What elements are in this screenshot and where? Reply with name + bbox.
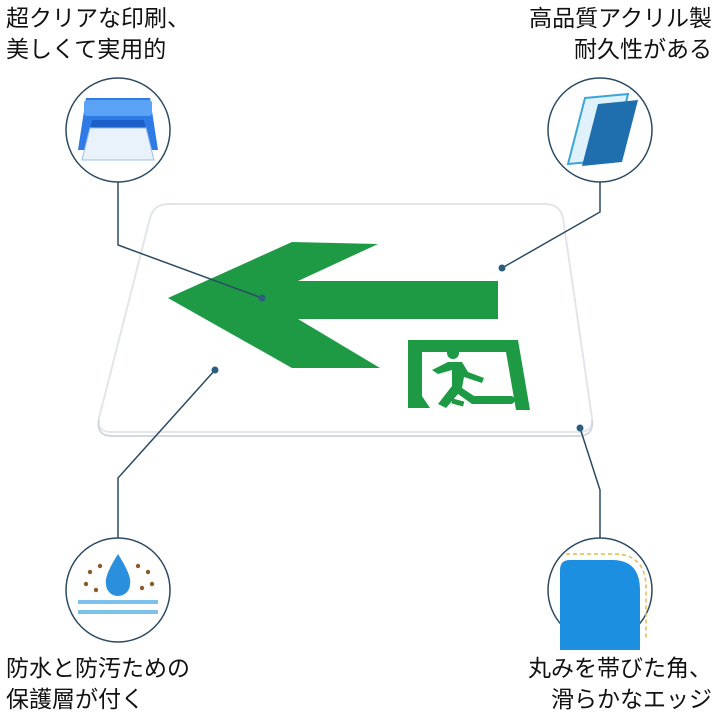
running-man-exit-icon	[408, 340, 530, 410]
callout-dot	[211, 366, 219, 374]
caption-line: 滑らかなエッジ	[551, 687, 712, 713]
caption-line: 美しくて実用的	[6, 37, 167, 63]
caption-line: 耐久性がある	[574, 37, 712, 63]
callout-lines	[117, 182, 601, 538]
rounded-corner-icon	[560, 553, 647, 650]
printer-icon	[78, 98, 158, 161]
caption-line: 丸みを帯びた角、	[528, 656, 712, 682]
acrylic-sheet-icon	[566, 92, 638, 166]
caption-line: 保護層が付く	[6, 687, 144, 713]
callout-dot	[498, 264, 506, 272]
exit-arrow-icon	[168, 242, 498, 368]
feature-caption-waterproof: 防水と防汚ための 保護層が付く	[6, 654, 190, 716]
callout-dot	[576, 424, 584, 432]
caption-line: 防水と防汚ための	[6, 656, 190, 682]
water-drop-icon	[78, 554, 158, 614]
feature-caption-clear-print: 超クリアな印刷、 美しくて実用的	[6, 4, 190, 66]
feature-caption-acrylic: 高品質アクリル製 耐久性がある	[529, 4, 712, 66]
caption-line: 超クリアな印刷、	[6, 6, 190, 32]
callout-dot	[258, 294, 266, 302]
caption-line: 高品質アクリル製	[529, 6, 712, 32]
feature-caption-rounded-edges: 丸みを帯びた角、 滑らかなエッジ	[528, 654, 712, 716]
